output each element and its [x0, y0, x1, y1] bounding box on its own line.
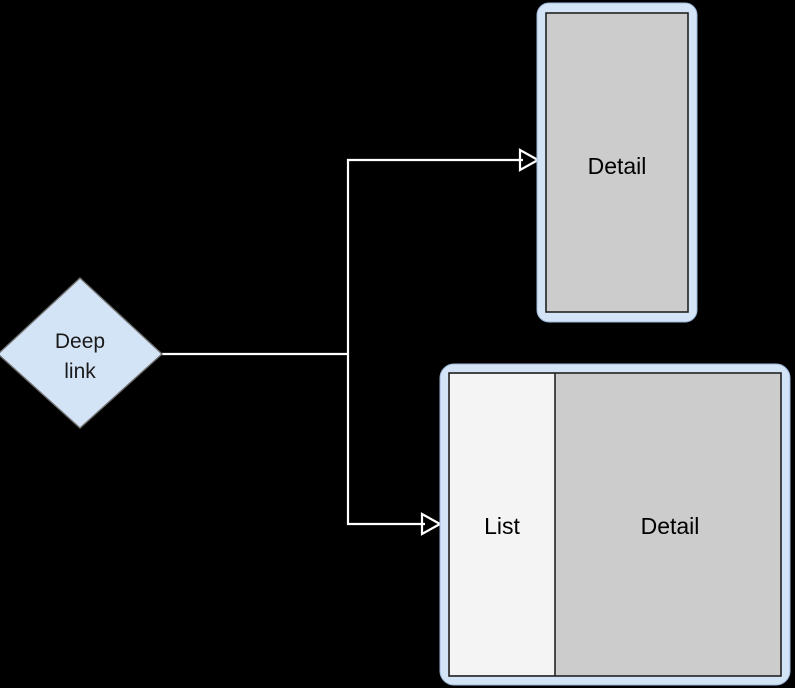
node-deep-link[interactable]: Deep link: [0, 277, 164, 429]
deep-link-diamond-shape: [0, 277, 164, 429]
edge-deeplink-to-phone[interactable]: [346, 148, 541, 354]
connector-group: [162, 148, 541, 536]
tablet-detail-label: Detail: [641, 513, 700, 539]
node-phone-detail[interactable]: Detail: [536, 2, 698, 323]
edge-to-tablet-path: [346, 354, 425, 526]
edge-to-phone-arrowhead-icon: [518, 148, 541, 172]
edge-to-tablet-arrowhead-icon: [420, 512, 443, 536]
tablet-list-pane[interactable]: [450, 374, 555, 675]
tablet-list-label: List: [484, 513, 520, 539]
phone-screen: [545, 12, 689, 313]
edge-deeplink-to-tablet[interactable]: [346, 354, 443, 536]
edge-to-phone-path: [346, 158, 523, 354]
node-tablet-list-detail[interactable]: List Detail: [439, 363, 791, 686]
phone-detail-label: Detail: [588, 153, 647, 179]
deep-link-label-line1: Deep: [55, 330, 105, 353]
deep-link-label-line2: link: [64, 360, 96, 383]
